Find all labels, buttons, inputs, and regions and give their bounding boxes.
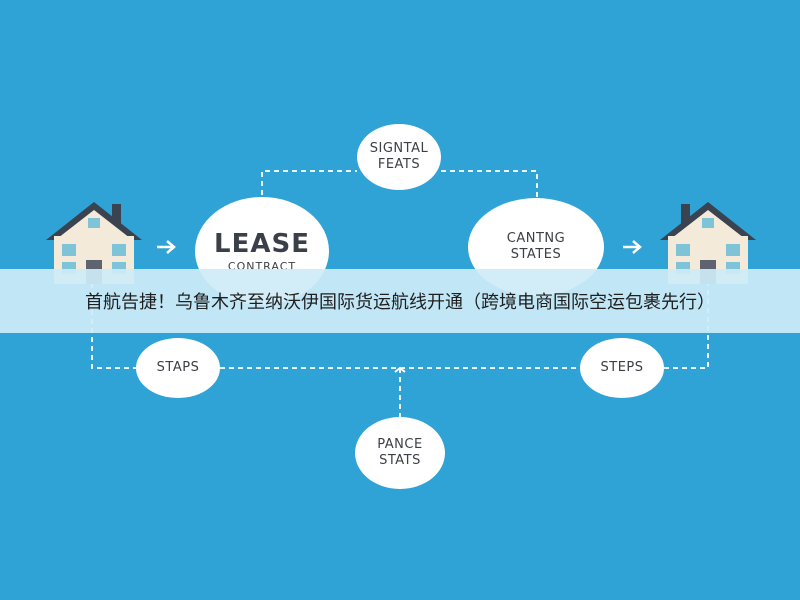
node-pance-stats: PANCE STATS xyxy=(355,417,445,489)
node-staps-label: STAPS xyxy=(156,359,200,375)
node-pance-line1: PANCE xyxy=(377,436,423,452)
headline-text: 首航告捷！乌鲁木齐至纳沃伊国际货运航线开通（跨境电商国际空运包裹先行） xyxy=(85,292,715,313)
headline-banner: 首航告捷！乌鲁木齐至纳沃伊国际货运航线开通（跨境电商国际空运包裹先行） xyxy=(0,269,800,333)
node-steps-label: STEPS xyxy=(600,359,644,375)
node-signal-line2: FEATS xyxy=(377,157,421,172)
connector-top xyxy=(261,170,538,197)
node-lease-title: LEASE xyxy=(214,228,310,259)
arrow-right xyxy=(623,240,642,254)
house-icon xyxy=(46,202,142,284)
node-canting-line1: CANTNG xyxy=(506,230,566,246)
node-signal-feats: SIGNTAL FEATS xyxy=(357,124,441,190)
junction-marker xyxy=(394,366,406,373)
arrow-left xyxy=(157,240,176,254)
node-pance-line2: STATS xyxy=(379,453,421,468)
node-steps: STEPS xyxy=(580,338,664,398)
node-canting-line2: STATES xyxy=(510,247,562,262)
node-signal-line1: SIGNTAL xyxy=(369,140,429,156)
node-staps: STAPS xyxy=(136,338,220,398)
